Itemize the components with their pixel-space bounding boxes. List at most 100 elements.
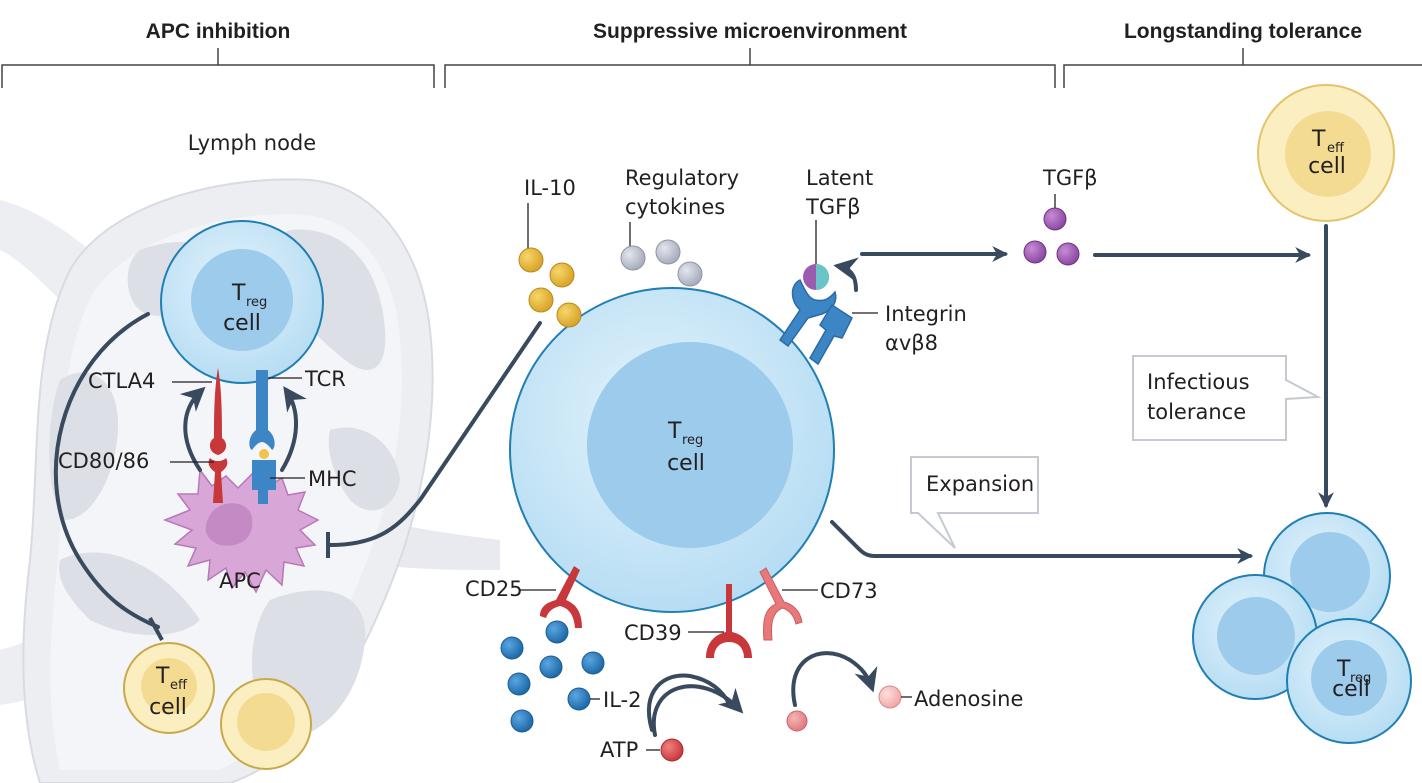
apc-label: APC — [219, 569, 261, 593]
section-bracket — [1063, 48, 1422, 88]
section-header-apc-inhibition: APC inhibition — [1, 20, 435, 88]
section-title: Longstanding tolerance — [1124, 20, 1362, 43]
cell-label-line2: cell — [223, 311, 261, 336]
cytokine-molecule — [620, 245, 646, 271]
infectious-tolerance-line1: Infectious — [1147, 370, 1250, 394]
il2-molecule — [545, 620, 569, 644]
teff-cell-lymph-node: T eff cell — [123, 642, 215, 734]
lymph-vessel — [380, 520, 500, 570]
follicle — [59, 552, 201, 635]
inhibition-arrow-treg-to-teff — [53, 312, 160, 629]
infectious-tolerance-callout: Infectious tolerance — [1132, 355, 1322, 441]
section-title: APC inhibition — [146, 20, 291, 43]
il10-label: IL-10 — [524, 176, 576, 200]
cytokine-molecule — [677, 261, 703, 287]
cell-label-main: T — [667, 419, 682, 444]
apc-cell: APC — [162, 467, 320, 594]
cd73-label: CD73 — [820, 579, 878, 603]
cell-label-sub: reg — [1350, 671, 1371, 686]
latent-tgfb-label-line2: TGFβ — [805, 195, 861, 219]
activation-arrow — [833, 257, 859, 292]
cell-label-main: T — [155, 664, 170, 689]
integrin-label-line2: αvβ8 — [885, 331, 938, 355]
cd39-receptor — [706, 584, 752, 658]
cell-label-line2: cell — [1308, 154, 1346, 179]
il10-molecule — [518, 247, 544, 273]
follicle — [328, 427, 400, 511]
cd25-label: CD25 — [465, 577, 523, 601]
il10-molecule — [549, 262, 575, 288]
il10-inhibition-arrow — [328, 321, 542, 547]
regulatory-cytokines: Regulatory cytokines — [620, 166, 739, 287]
treg-cell-cluster: T reg cell — [1192, 512, 1412, 744]
atp-adenosine-pathway: ATP Adenosine — [600, 651, 1023, 762]
section-header-longstanding-tolerance: Longstanding tolerance — [1063, 20, 1422, 88]
cell-label-sub: eff — [1327, 141, 1345, 156]
atp-to-amp-arrow — [651, 684, 744, 737]
tcr-mhc-receptor — [249, 370, 276, 504]
atp-molecule — [660, 738, 684, 762]
cell-label-main: T — [1336, 657, 1351, 682]
teff-cell-tolerance: T eff cell — [1257, 84, 1395, 222]
lymph-node-label: Lymph node — [188, 131, 316, 155]
ctla4-feedback-arrow — [179, 386, 206, 472]
section-bracket — [1, 48, 435, 88]
il2-label: IL-2 — [603, 688, 641, 712]
inhibition-bar — [148, 617, 164, 641]
amp-molecule — [786, 710, 808, 732]
il2-molecule — [567, 687, 591, 711]
regulatory-cytokines-label-line1: Regulatory — [625, 166, 739, 190]
integrin-label-line1: Integrin — [885, 302, 967, 326]
tgfb-molecule — [1056, 242, 1080, 266]
integrin-avb8 — [809, 303, 853, 366]
il2-molecule — [500, 636, 524, 660]
il10-molecules: IL-10 — [518, 176, 582, 328]
cd73: CD73 — [759, 567, 878, 641]
cell-label-main: T — [231, 281, 246, 306]
cd39: CD39 — [624, 584, 752, 658]
il2-molecule — [510, 709, 534, 733]
cell-label-line2: cell — [667, 451, 705, 476]
amp-to-adenosine-arrow — [791, 651, 878, 707]
tgfb-label: TGFβ — [1042, 166, 1098, 190]
mhc-label: MHC — [308, 467, 357, 491]
cell-label-sub: reg — [246, 295, 267, 310]
section-title: Suppressive microenvironment — [593, 20, 907, 43]
cell-label-sub: reg — [682, 433, 703, 448]
ctla4-label: CTLA4 — [88, 369, 155, 393]
il2-molecule — [507, 672, 531, 696]
tgfb-molecule — [1023, 240, 1047, 264]
expansion-label: Expansion — [926, 472, 1034, 496]
tgfb-molecule — [1043, 207, 1067, 231]
cell-label-sub: eff — [170, 678, 188, 693]
infectious-tolerance-line2: tolerance — [1147, 400, 1246, 424]
treg-cell-central: T reg cell — [509, 287, 835, 613]
adenosine-label: Adenosine — [914, 687, 1023, 711]
tcr-feedback-arrow — [280, 386, 307, 472]
cd25-receptor — [540, 566, 582, 628]
atp-label: ATP — [600, 738, 638, 762]
arrow-expansion — [830, 520, 1254, 564]
ctla4-cd80-receptor — [208, 368, 228, 503]
cell-label-line2: cell — [149, 695, 187, 720]
il2-molecule — [581, 651, 605, 675]
tcr-label: TCR — [304, 367, 346, 391]
il10-molecule — [528, 287, 554, 313]
cell-label-line2: cell — [1332, 677, 1370, 702]
teff-cell-lymph-node-2 — [220, 678, 312, 770]
cd25-il2: CD25 IL-2 — [465, 566, 641, 733]
adenosine-molecule — [878, 685, 902, 709]
latent-tgfb-label-line1: Latent — [806, 166, 873, 190]
treg-cell-lymph-node: T reg cell — [160, 220, 324, 384]
expansion-callout: Expansion — [910, 456, 1039, 549]
il10-molecule — [556, 302, 582, 328]
cd39-label: CD39 — [624, 621, 682, 645]
il2-molecule — [539, 655, 563, 679]
latent-tgfb-integrin: Latent TGFβ Integrin αvβ8 — [778, 166, 967, 366]
cd73-receptor — [759, 567, 803, 641]
cell-label-main: T — [1311, 127, 1326, 152]
section-header-suppressive-microenvironment: Suppressive microenvironment — [444, 20, 1056, 88]
cd80-86-label: CD80/86 — [58, 449, 149, 473]
tgfb-molecules: TGFβ — [1023, 166, 1098, 266]
